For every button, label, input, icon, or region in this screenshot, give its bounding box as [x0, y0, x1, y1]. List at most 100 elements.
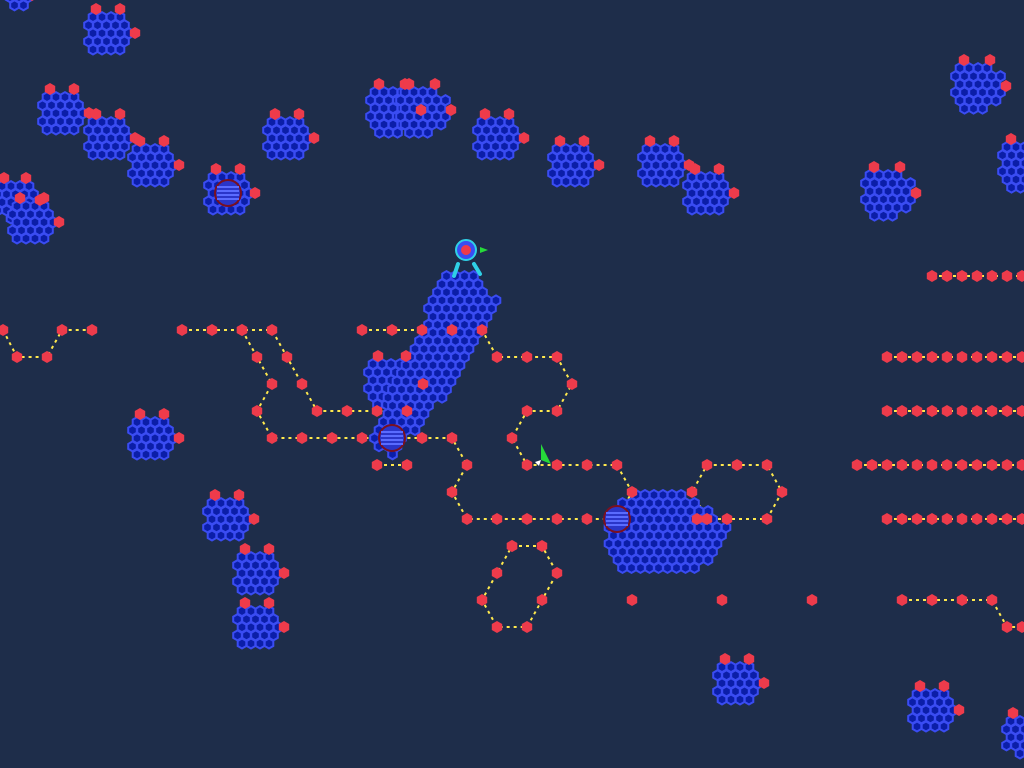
striped-orb-icon[interactable] — [603, 505, 631, 533]
hex-cell — [105, 43, 117, 56]
path-node — [956, 594, 968, 606]
path-node — [476, 324, 488, 336]
path-node — [234, 163, 246, 175]
path-node — [566, 378, 578, 390]
path-node — [1016, 513, 1024, 525]
path-node — [129, 27, 141, 39]
hex-cell — [114, 148, 126, 161]
ship-core — [461, 245, 471, 255]
path-node — [251, 351, 263, 363]
path-node — [1005, 133, 1017, 145]
path-node — [371, 459, 383, 471]
hex-cell — [234, 203, 246, 216]
hex-cell — [140, 448, 152, 461]
path-node — [233, 489, 245, 501]
path-node — [868, 161, 880, 173]
path-node — [926, 594, 938, 606]
path-node — [926, 351, 938, 363]
path-node — [551, 567, 563, 579]
path-node — [296, 432, 308, 444]
hex-cluster — [712, 660, 764, 706]
hex-cell — [1014, 747, 1024, 760]
hex-cell — [131, 448, 143, 461]
hex-cell — [215, 529, 227, 542]
path-node — [0, 172, 10, 184]
hex-cluster — [127, 142, 179, 188]
hex-cell — [383, 126, 394, 139]
hex-cluster — [127, 415, 179, 461]
hex-cluster — [1001, 714, 1024, 760]
hex-cell — [977, 102, 988, 115]
hex-cell — [266, 148, 278, 161]
hex-cell — [641, 175, 653, 188]
hex-cell — [149, 175, 161, 188]
path-node — [896, 513, 908, 525]
hex-cluster — [232, 550, 284, 596]
hex-cell — [87, 43, 99, 56]
path-node — [356, 432, 368, 444]
path-node — [248, 513, 260, 525]
path-node — [984, 54, 996, 66]
hex-cell — [263, 637, 275, 650]
path-node — [114, 108, 126, 120]
ship-nose — [480, 247, 488, 253]
path-node — [417, 378, 429, 390]
path-node — [971, 513, 983, 525]
hex-cell — [680, 561, 691, 575]
hex-cell — [695, 203, 707, 216]
path-node — [894, 161, 906, 173]
path-node — [536, 540, 548, 552]
path-node — [911, 351, 923, 363]
hex-cell — [59, 123, 71, 136]
hex-cell — [476, 148, 488, 161]
path-node — [881, 459, 893, 471]
hex-cell — [224, 529, 236, 542]
path-node — [521, 459, 533, 471]
hex-cell — [635, 561, 646, 575]
path-node — [1016, 459, 1024, 471]
path-node — [239, 543, 251, 555]
pointer-cursor-icon — [535, 444, 551, 466]
hex-cell — [96, 148, 108, 161]
path-node — [881, 405, 893, 417]
path-node — [644, 135, 656, 147]
hex-cell — [659, 175, 671, 188]
path-node — [1001, 459, 1013, 471]
path-node — [731, 459, 743, 471]
hex-cell — [409, 423, 421, 437]
path-node — [311, 405, 323, 417]
path-node — [521, 513, 533, 525]
hex-cell — [149, 448, 161, 461]
path-node — [476, 594, 488, 606]
path-node — [896, 351, 908, 363]
path-node — [14, 192, 26, 204]
path-node — [210, 163, 222, 175]
path-node — [326, 432, 338, 444]
path-node — [716, 594, 728, 606]
path-node — [911, 405, 923, 417]
path-node — [806, 594, 818, 606]
hex-cell — [422, 126, 433, 139]
hex-cell — [435, 118, 447, 131]
path-node — [1001, 621, 1013, 633]
hex-cell — [938, 720, 950, 733]
hex-cell — [900, 201, 912, 214]
hex-cell — [96, 43, 108, 56]
hex-cell — [1019, 739, 1024, 752]
hex-cell — [114, 43, 126, 56]
player-ship[interactable] — [452, 239, 488, 278]
hex-cell — [236, 637, 248, 650]
path-node — [686, 486, 698, 498]
hex-cell — [245, 637, 257, 650]
path-node — [416, 432, 428, 444]
path-nodes — [0, 0, 1024, 719]
path-node — [551, 459, 563, 471]
hex-cluster — [907, 687, 959, 733]
striped-orb-icon[interactable] — [378, 424, 406, 452]
striped-orb-icon[interactable] — [214, 179, 242, 207]
path-node — [263, 597, 275, 609]
path-node — [941, 405, 953, 417]
path-node — [249, 187, 261, 199]
